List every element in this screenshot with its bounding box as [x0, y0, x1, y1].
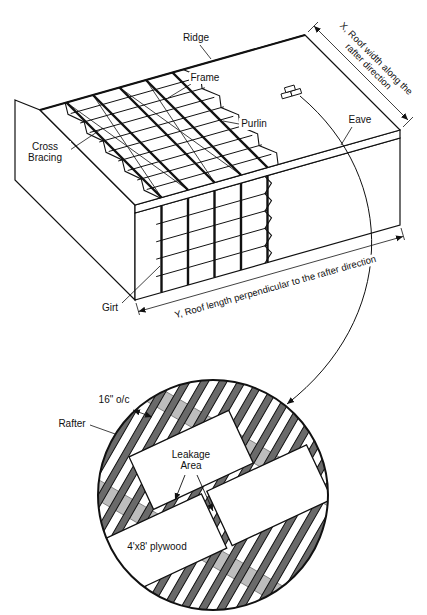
girt [156, 210, 267, 242]
part-label: Frame [189, 72, 222, 84]
detail-view [8, 290, 418, 615]
plywood-sheets [61, 387, 332, 601]
cutaway-edge [265, 176, 272, 263]
frame-column [160, 206, 162, 293]
plywood-icon [280, 84, 302, 99]
dimension-y [136, 228, 405, 315]
detail-pointer [287, 96, 372, 404]
part-label: Girt [100, 302, 120, 314]
girt [156, 228, 267, 260]
rafters [8, 290, 418, 615]
girt [156, 245, 267, 277]
part-label: Purlin [239, 118, 269, 130]
spacing-dimension [133, 410, 152, 417]
part-label: Cross Bracing [19, 141, 71, 164]
plywood-sheet [88, 494, 227, 601]
leakage-arrows [175, 475, 213, 511]
part-label: 16" o/c [97, 394, 132, 406]
framing [65, 70, 278, 293]
frame-column [187, 198, 189, 285]
part-label: 4'x8' plywood [125, 541, 188, 553]
plywood-sheet [207, 445, 332, 546]
girt [156, 193, 267, 225]
part-label: Leakage Area [163, 449, 219, 472]
dimension-label: X, Roof width along the rafter direction [320, 11, 423, 114]
dimension-label: Y, Roof length perpendicular to the raft… [171, 253, 379, 321]
purlin [147, 154, 272, 189]
cutaway-edge [183, 70, 278, 165]
roof-surface [40, 35, 400, 205]
part-label: Eave [347, 114, 374, 126]
part-label: Rafter [56, 418, 87, 430]
cutaway-edge [65, 103, 160, 198]
frame-column [213, 191, 215, 278]
detail-circle [98, 380, 328, 610]
part-label: Ridge [181, 32, 211, 44]
cross-bracing [146, 80, 215, 183]
frame-column [240, 183, 242, 270]
